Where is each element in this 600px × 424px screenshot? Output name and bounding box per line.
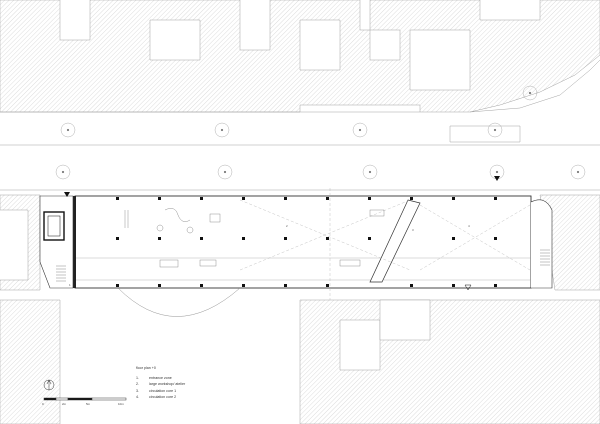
building-outline [39,195,553,289]
north-arrow-icon [43,379,55,391]
circulation-wedge [369,199,421,283]
entrance-arrows [64,176,500,197]
room-number-2: 2 [286,224,288,228]
plot-boundaries [0,0,541,371]
stair-core-2 [540,249,550,266]
scale-bar [43,397,127,401]
scale-tick-2m: 2m [62,402,67,406]
workshop-furniture [124,208,385,268]
scale-tick-0: 0 [42,402,44,406]
plan-legend: floor plan +0 1. entrance zone 2. large … [136,365,185,400]
legend-item: 2. large workshop/ atelier [136,382,186,387]
legend-item: 3. circulation core 1 [136,388,177,393]
plan-title: floor plan +0 [136,366,156,370]
structural-columns [116,197,497,287]
section-marker [464,284,472,291]
street [0,59,600,191]
legend-item: 1. entrance zone [136,376,172,381]
room-number-3: 3 [412,228,414,232]
stair-core-1 [56,265,66,282]
scale-tick-10m: 10m [118,402,124,406]
scale-tick-5m: 5m [86,402,91,406]
legend-item: 4. circulation core 2 [136,394,177,399]
room-number-1: 1 [69,283,71,287]
room-number-4: 4 [468,224,470,228]
door-swing-arc [117,287,241,317]
street-trees [55,85,586,180]
entrance-door [43,211,65,241]
overhead-lines [239,188,531,300]
